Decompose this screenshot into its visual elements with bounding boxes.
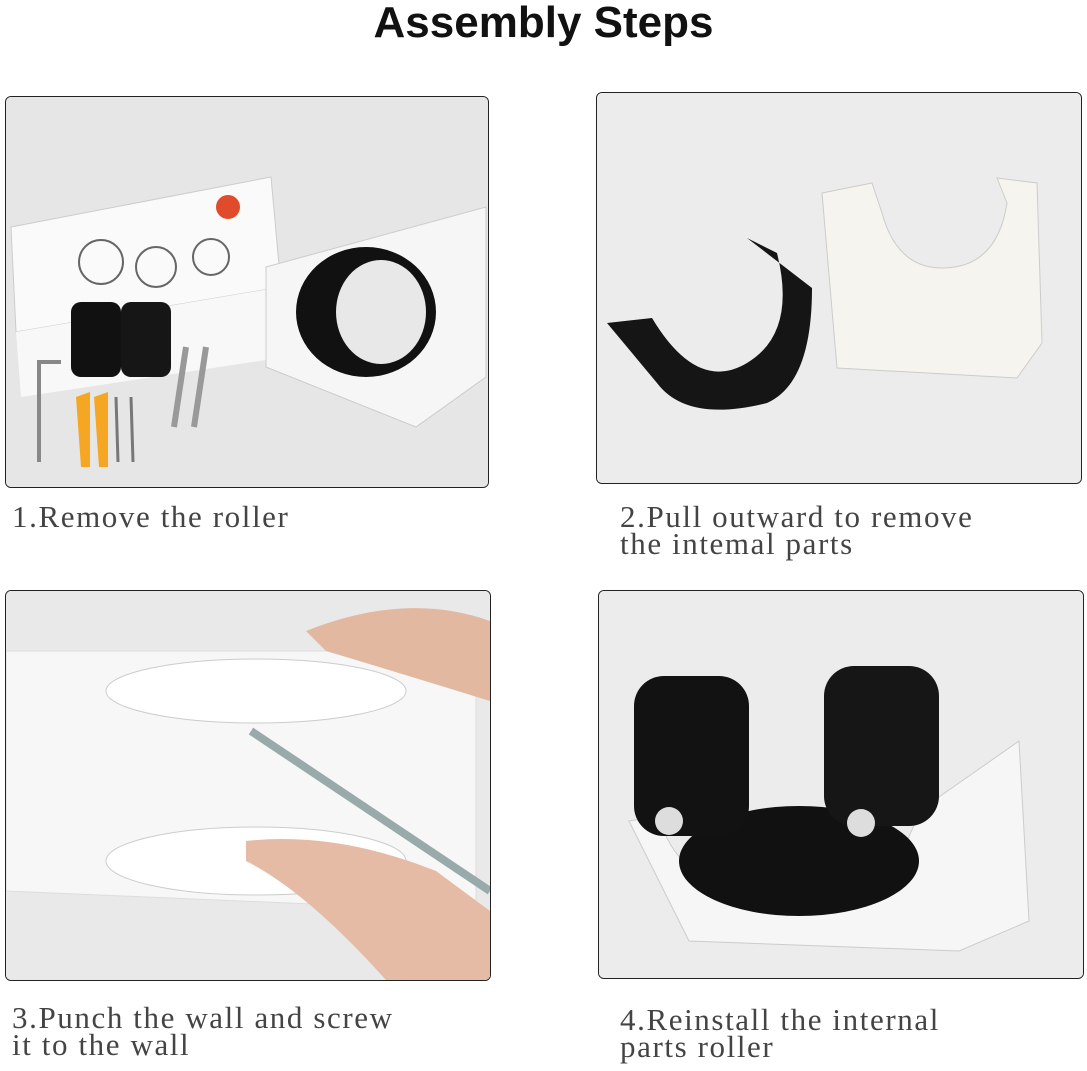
step-2-photo [596,92,1082,484]
page-title: Assembly Steps [373,0,714,47]
step-2-caption: 2.Pull outward to remove the intemal par… [620,499,974,561]
step-3-caption: 3.Punch the wall and screw it to the wal… [12,1000,394,1062]
step-3-photo [5,590,491,981]
step-4-photo [598,590,1084,979]
step-1-photo [5,96,489,488]
step-4-caption: 4.Reinstall the internal parts roller [620,1002,940,1064]
step-1-caption: 1.Remove the roller [12,499,290,534]
